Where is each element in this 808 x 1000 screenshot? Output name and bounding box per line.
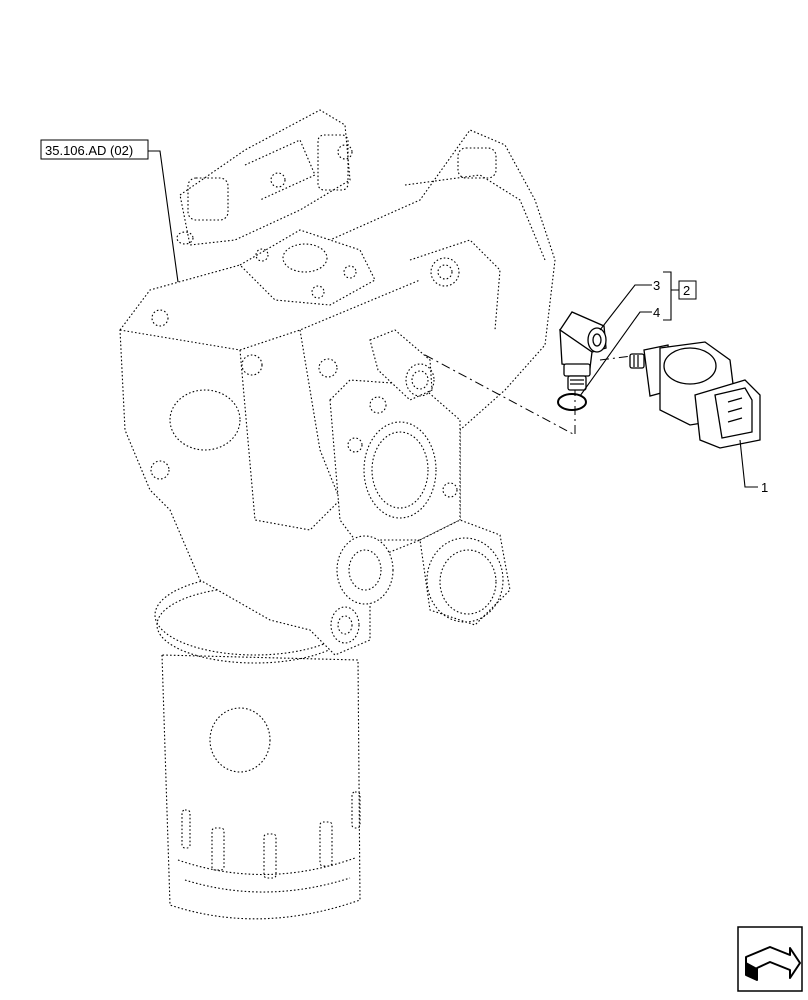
callout-1: 1 bbox=[761, 480, 768, 495]
reference-box bbox=[40, 139, 149, 160]
leader-1 bbox=[739, 439, 758, 488]
pressure-sensor bbox=[629, 341, 761, 449]
callout-3: 3 bbox=[653, 278, 660, 293]
leader-3 bbox=[599, 284, 652, 331]
callout-2-box bbox=[678, 280, 697, 300]
bracket-3-4 bbox=[663, 271, 679, 321]
leader-reference bbox=[148, 150, 179, 283]
next-page-arrow-icon[interactable] bbox=[737, 926, 803, 992]
elbow-fitting bbox=[559, 311, 607, 391]
callout-2: 2 bbox=[683, 283, 690, 298]
callout-4: 4 bbox=[653, 305, 660, 320]
o-ring bbox=[557, 393, 587, 411]
reference-label[interactable]: 35.106.AD (02) bbox=[45, 143, 133, 158]
pump-assembly-ghost bbox=[119, 109, 556, 920]
leader-4 bbox=[579, 311, 652, 397]
